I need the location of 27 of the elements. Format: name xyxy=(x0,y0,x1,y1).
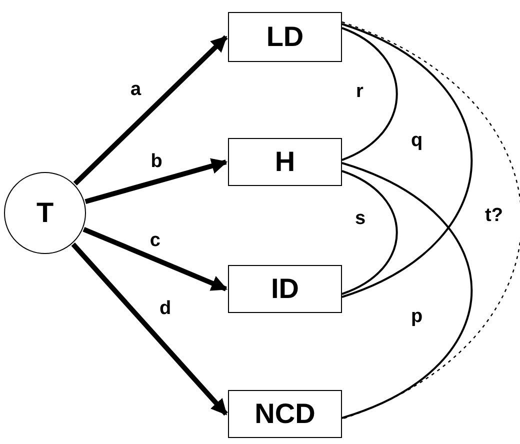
arrow xyxy=(71,242,228,416)
node-label: ID xyxy=(271,275,299,303)
node-label: H xyxy=(274,148,296,176)
node-box xyxy=(228,390,342,438)
arrow xyxy=(82,226,228,292)
node-label: LD xyxy=(266,23,304,51)
edge-label: b xyxy=(150,152,162,171)
edge-label: r xyxy=(356,82,364,101)
connector-curve xyxy=(342,162,472,419)
arrow xyxy=(84,158,228,204)
dashed-curve xyxy=(342,21,520,420)
node-label: NCD xyxy=(254,400,316,428)
edge-label: t? xyxy=(485,206,503,224)
node-box xyxy=(228,138,342,186)
connector-curve xyxy=(342,23,472,298)
connector-curve xyxy=(342,27,398,161)
edge-label: q xyxy=(411,130,423,150)
edge-label: d xyxy=(160,299,172,318)
edge-label: a xyxy=(130,80,142,100)
node-box xyxy=(228,12,342,62)
edge-label: p xyxy=(411,306,423,326)
node-box xyxy=(228,265,342,313)
connector-curve xyxy=(342,170,398,295)
edge-label: c xyxy=(150,231,160,250)
arrow xyxy=(73,35,228,186)
edge-label: s xyxy=(355,208,366,228)
node-label: T xyxy=(36,199,54,227)
